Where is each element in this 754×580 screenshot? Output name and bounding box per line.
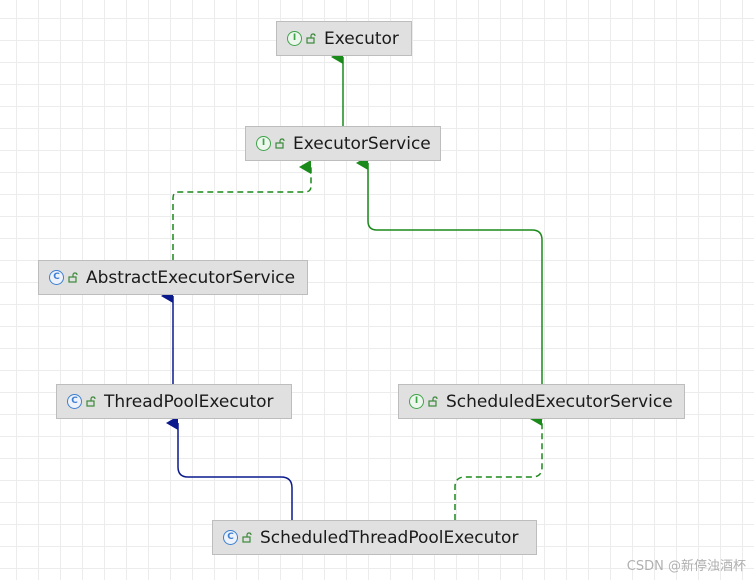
public-lock-icon: [428, 396, 438, 407]
abstract-class-badge-icon: C: [49, 270, 64, 285]
node-label: AbstractExecutorService: [86, 267, 296, 288]
node-label: ScheduledExecutorService: [446, 391, 673, 412]
public-lock-icon: [242, 532, 252, 543]
node-label: Executor: [324, 28, 399, 49]
node-label: ScheduledThreadPoolExecutor: [260, 527, 519, 548]
interface-badge-icon: I: [256, 136, 271, 151]
public-lock-icon: [306, 33, 316, 44]
node-executor[interactable]: I Executor: [276, 21, 412, 56]
node-label: ThreadPoolExecutor: [104, 391, 274, 412]
node-executor-service[interactable]: I ExecutorService: [245, 126, 441, 161]
edge-scheduledthreadpoolexecutor-to-scheduledexecutorservice: [454, 412, 543, 520]
watermark: CSDN @新停浊酒杯: [626, 559, 746, 574]
class-badge-icon: C: [67, 394, 82, 409]
edge-scheduledthreadpoolexecutor-to-threadpoolexecutor: [166, 416, 293, 520]
node-scheduled-executor-service[interactable]: I ScheduledExecutorService: [398, 384, 685, 419]
node-scheduled-thread-pool-executor[interactable]: C ScheduledThreadPoolExecutor: [212, 520, 537, 555]
edge-scheduledexecutorservice-to-executorservice: [356, 156, 543, 384]
interface-badge-icon: I: [409, 394, 424, 409]
public-lock-icon: [86, 396, 96, 407]
public-lock-icon: [275, 138, 285, 149]
interface-badge-icon: I: [287, 31, 302, 46]
node-abstract-executor-service[interactable]: C AbstractExecutorService: [38, 260, 308, 295]
class-badge-icon: C: [223, 530, 238, 545]
edge-abstractexecutorservice-to-executorservice: [172, 160, 312, 260]
public-lock-icon: [68, 272, 78, 283]
node-label: ExecutorService: [293, 133, 431, 154]
node-thread-pool-executor[interactable]: C ThreadPoolExecutor: [56, 384, 292, 419]
